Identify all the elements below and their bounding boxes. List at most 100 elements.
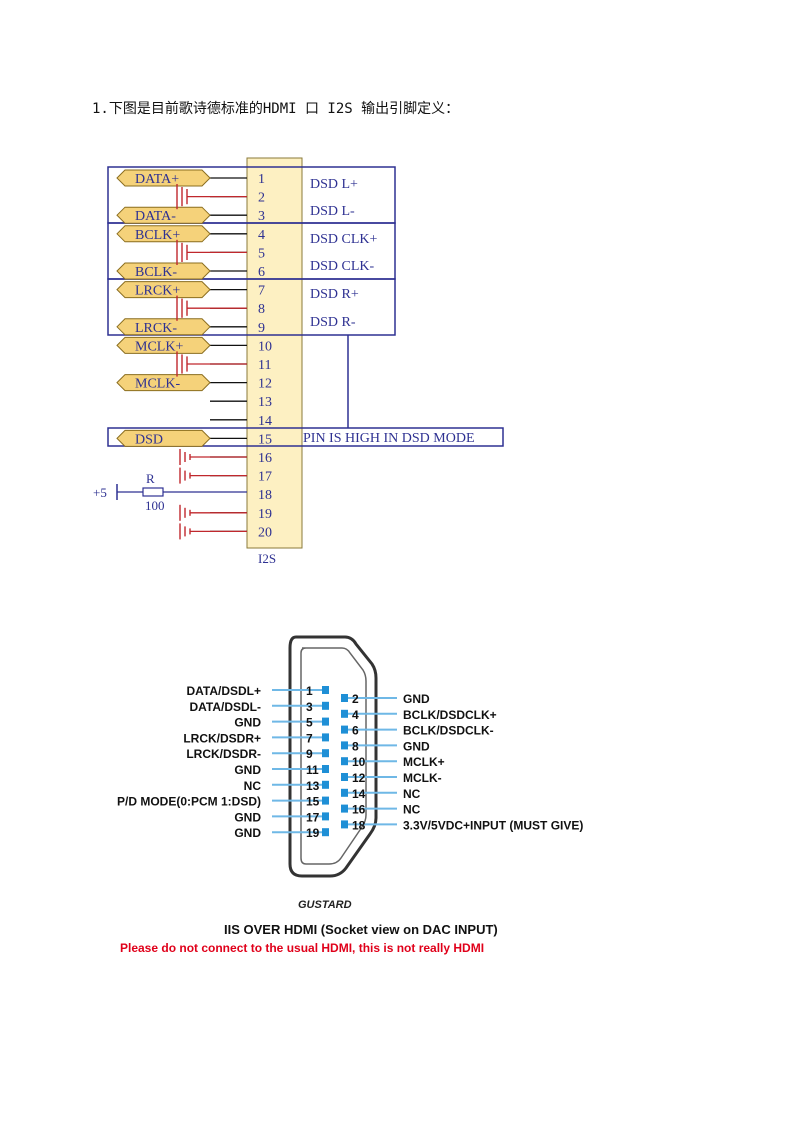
ground-symbol [176,184,188,210]
hdmi-pin-pad [341,694,348,702]
port-label: MCLK- [135,377,180,392]
hdmi-pin-number: 12 [352,771,366,785]
dsd-label: DSD R+ [310,287,359,302]
port-flag-shape [116,169,211,187]
port-label: LRCK- [135,321,177,336]
hdmi-right-label: GND [403,692,430,706]
port-label: BCLK- [135,265,177,280]
hdmi-left-label: GND [234,810,261,824]
hdmi-pin-pad [341,820,348,829]
ground-symbol [176,295,188,321]
ground-symbol [179,449,191,465]
hdmi-pin-number: 19 [306,826,320,840]
port-flag-shape [116,374,211,392]
ground-symbol [179,523,191,540]
hdmi-pin-pad [322,796,329,805]
port-flag-shape [116,429,211,447]
port-flag-shape [116,318,211,336]
hdmi-pin-pad [322,812,329,821]
resistor-name: R [146,471,155,486]
hdmi-left-label: DATA/DSDL- [189,700,261,714]
port-flag-shape [116,281,211,299]
hdmi-pin-number: 9 [306,747,313,761]
ground-symbol [176,239,188,265]
port-label: BCLK+ [135,228,180,243]
hdmi-pin-pad [322,749,329,758]
port-flag-shape [116,336,211,354]
pin-number: 12 [258,377,272,392]
pin15-note: PIN IS HIGH IN DSD MODE [303,431,475,446]
pin-number: 4 [258,228,265,243]
signal-port: LRCK+ [116,281,211,299]
hdmi-pin-number: 15 [306,795,320,809]
dsd-label: DSD CLK+ [310,232,378,247]
ground-symbol [179,504,191,521]
hdmi-pin-pad [341,788,348,797]
connector-name: I2S [258,551,276,566]
pin-number: 1 [258,172,265,187]
port-flag-shape [116,206,211,224]
hdmi-pin-number: 6 [352,724,359,738]
hdmi-right-label: BCLK/DSDCLK+ [403,708,497,722]
dsd-label: DSD L- [310,204,355,219]
hdmi-pin-pad [322,780,329,789]
hdmi-right-label: NC [403,787,421,801]
pin-number: 13 [258,395,272,410]
hdmi-pin-number: 17 [306,810,320,824]
hdmi-left-label: NC [244,779,262,793]
lrck-group-box [107,278,396,336]
port-label: DSD [135,432,163,447]
hdmi-right-label: GND [403,739,430,753]
signal-port: BCLK- [116,262,211,280]
signal-port: MCLK- [116,374,211,392]
pin-number: 17 [258,470,272,485]
hdmi-pin-number: 8 [352,739,359,753]
pin-number: 9 [258,321,265,336]
hdmi-pin-pad [322,717,329,726]
hdmi-right-label: MCLK- [403,771,442,785]
hdmi-right-label: 3.3V/5VDC+INPUT (MUST GIVE) [403,818,583,832]
hdmi-left-label: GND [234,716,261,730]
hdmi-pin-number: 4 [352,708,359,722]
hdmi-caption: IIS OVER HDMI (Socket view on DAC INPUT) [224,922,498,937]
hdmi-right-label: MCLK+ [403,755,445,769]
dsd-group-box [107,427,504,447]
hdmi-pin-number: 2 [352,692,359,706]
port-label: DATA+ [135,172,179,187]
pin-number: 5 [258,246,265,261]
dsd-label: DSD CLK- [310,259,375,274]
hdmi-pin-pad [322,733,329,742]
dsd-label: DSD L+ [310,177,358,192]
hdmi-pin-number: 18 [352,818,366,832]
hdmi-pin-number: 7 [306,731,313,745]
resistor-symbol [142,487,164,497]
hdmi-pin-pad [341,709,348,718]
hdmi-pin-pad [322,765,329,773]
pin-number: 2 [258,191,265,206]
gustard-logo: GUSTARD [298,899,352,911]
signal-port: BCLK+ [116,225,211,243]
hdmi-pin-number: 14 [352,787,366,801]
hdmi-warning: Please do not connect to the usual HDMI,… [120,941,484,955]
hdmi-pin-pad [341,757,348,766]
ground-symbol [176,351,188,377]
hdmi-left-label: LRCK/DSDR+ [183,731,261,745]
pin-number: 16 [258,451,272,466]
resistor-value: 100 [145,498,165,513]
port-flag-shape [116,225,211,243]
hdmi-pin-number: 3 [306,700,313,714]
pin-number: 15 [258,432,272,447]
hdmi-shell-inner [300,647,367,865]
signal-port: DATA- [116,206,211,224]
supply-label: +5 [93,485,107,500]
hdmi-right-label: NC [403,803,421,817]
pin-number: 11 [258,358,271,373]
hdmi-left-label: P/D MODE(0:PCM 1:DSD) [117,795,261,809]
hdmi-right-label: BCLK/DSDCLK- [403,724,494,738]
pin-number: 10 [258,339,272,354]
page-heading: 1.下图是目前歌诗德标准的HDMI 口 I2S 输出引脚定义： [92,101,460,117]
hdmi-pin-number: 5 [306,716,313,730]
hdmi-pin-pad [341,773,348,781]
